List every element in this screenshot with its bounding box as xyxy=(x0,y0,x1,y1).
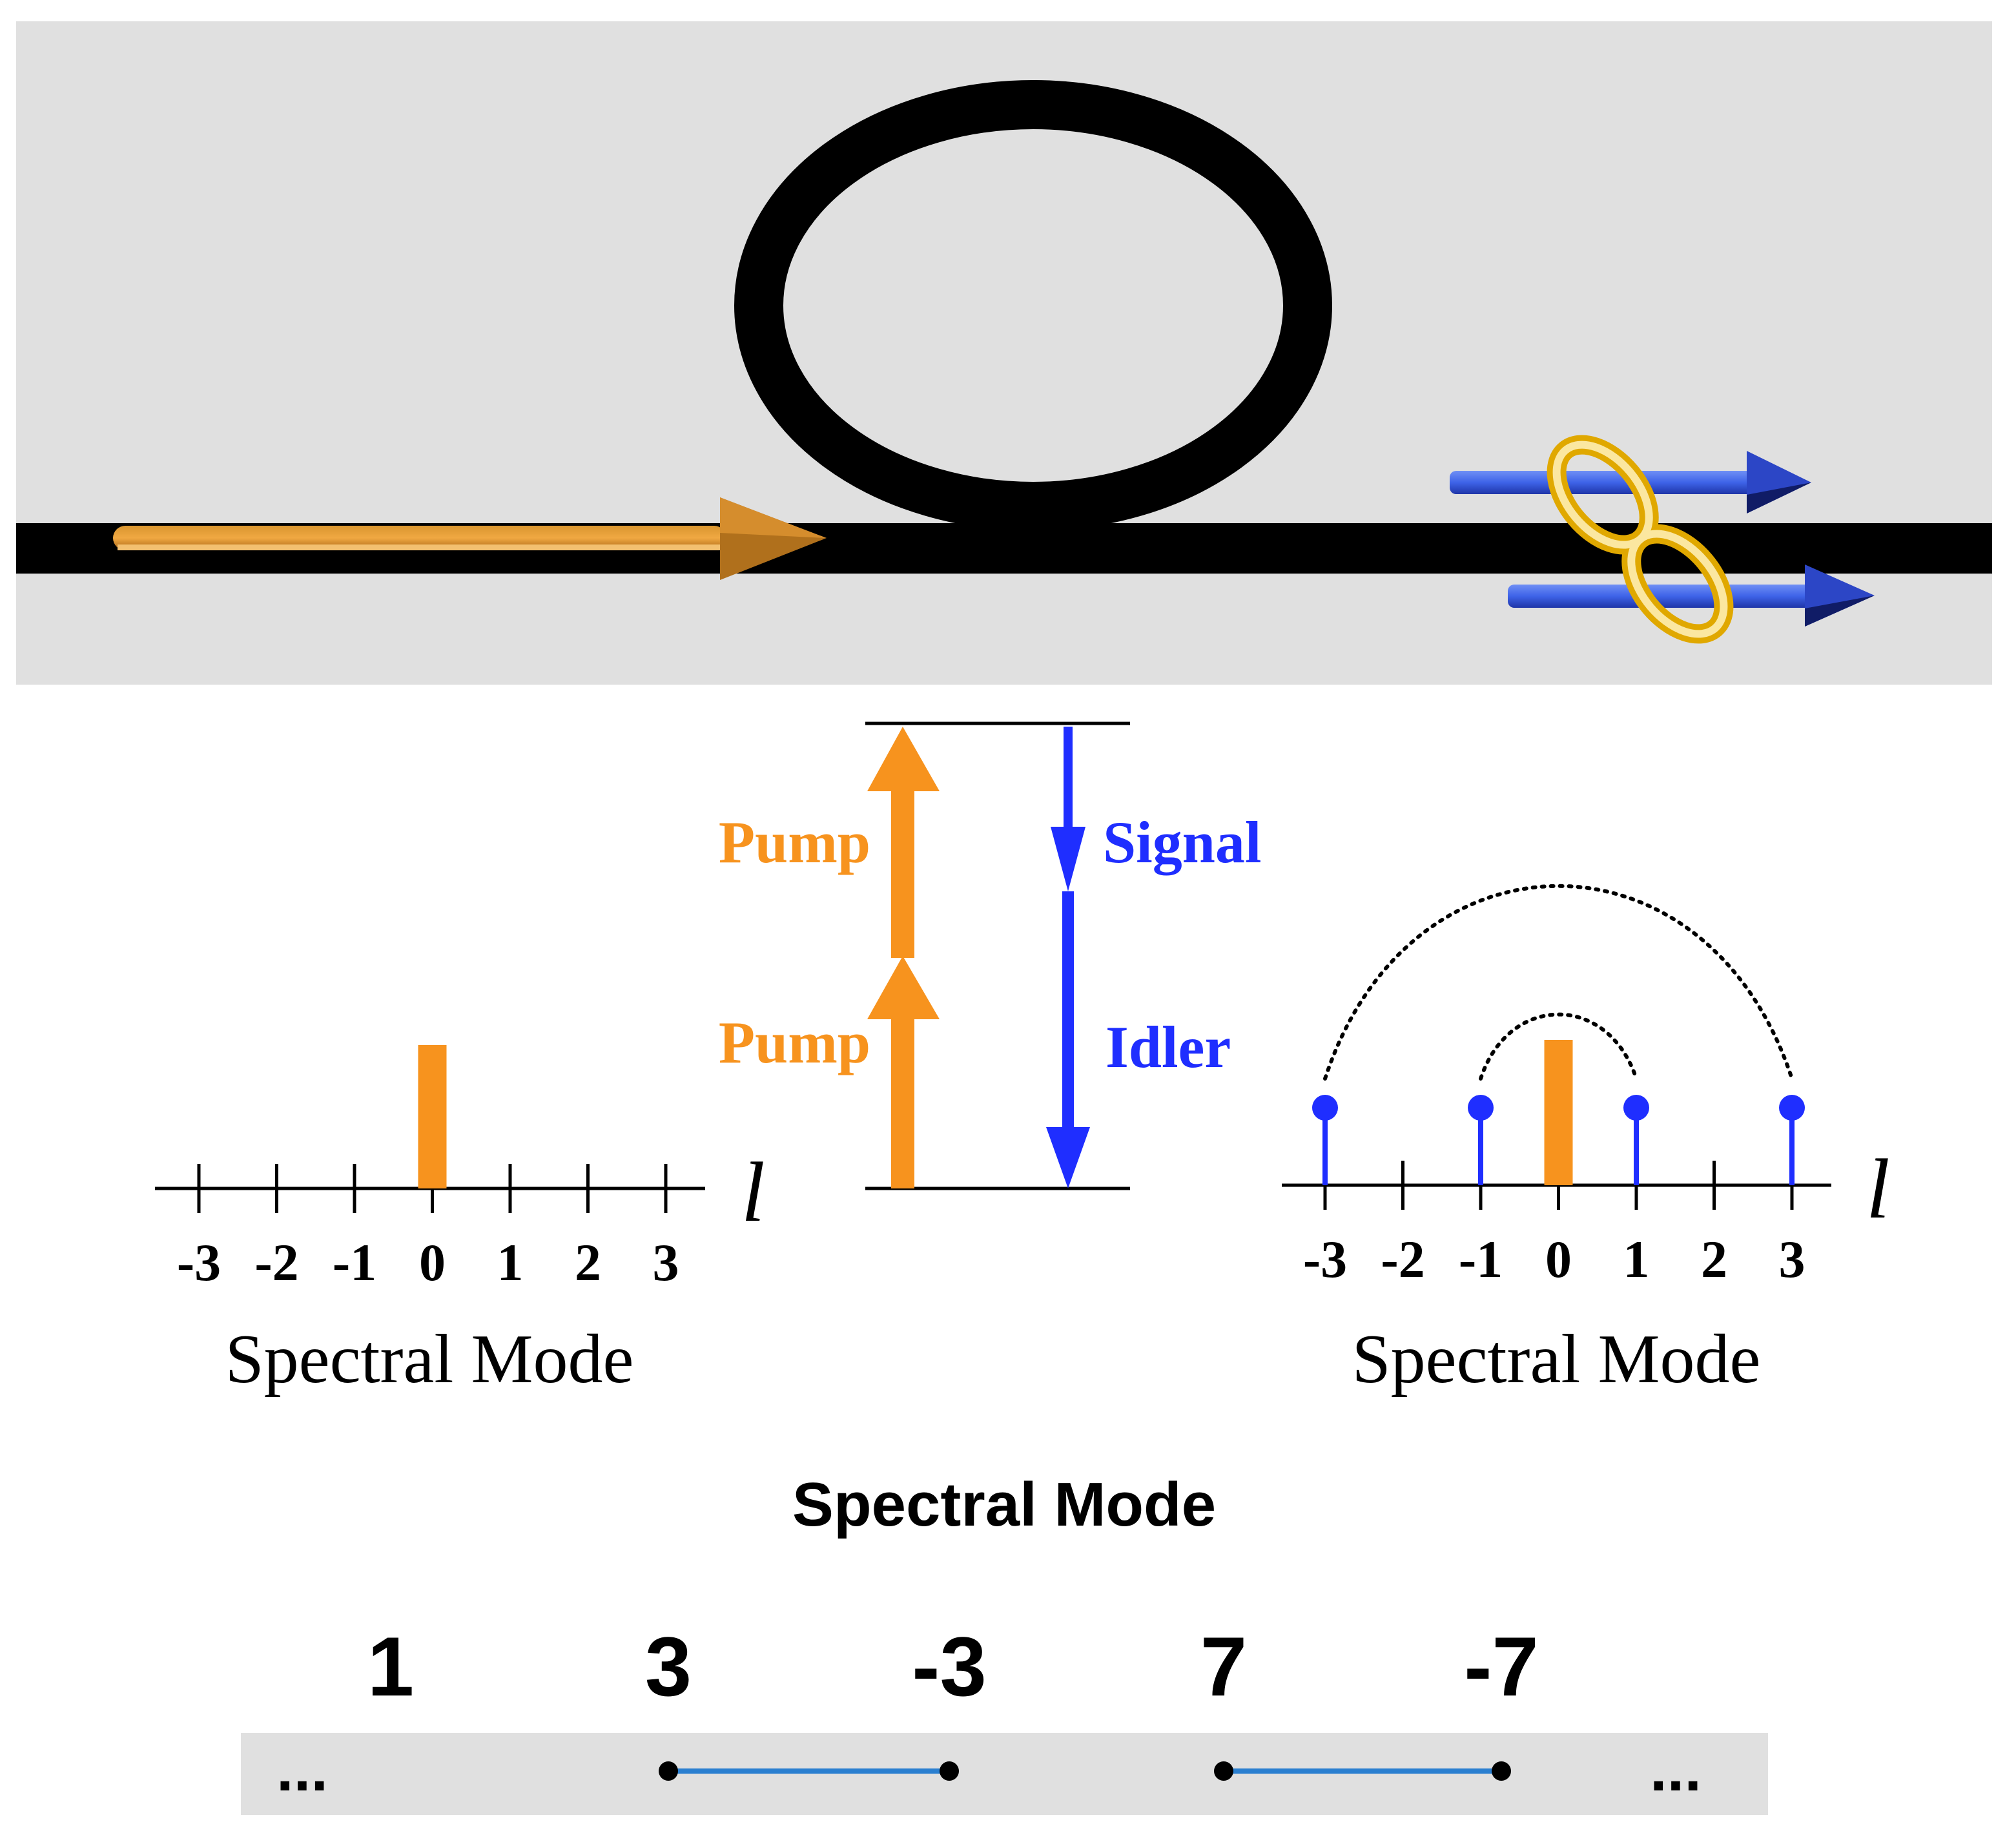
chain-background xyxy=(241,1733,1768,1815)
mode-chain: Spectral Mode 1 3 -3 7 -7 ... ... xyxy=(241,1470,1768,1815)
signal-label: Signal xyxy=(1103,809,1261,875)
pump-arrow-upper xyxy=(867,727,940,958)
tick-label: -3 xyxy=(177,1233,221,1292)
photon-dot xyxy=(1468,1095,1494,1121)
tick-label: -1 xyxy=(333,1233,376,1292)
chain-links xyxy=(659,1761,1511,1781)
tick-label: 0 xyxy=(1545,1230,1572,1289)
pump-mode-bar xyxy=(1544,1040,1573,1185)
output-photon-arrow-upper xyxy=(1450,451,1811,513)
spectrum-left-axis-symbol: l xyxy=(741,1145,765,1239)
tick-label: 1 xyxy=(1623,1230,1650,1289)
tick-label: -2 xyxy=(254,1233,298,1292)
tick-label: -1 xyxy=(1459,1230,1503,1289)
spectrum-left-xlabel: Spectral Mode xyxy=(225,1321,634,1398)
chain-node xyxy=(940,1761,959,1781)
chain-ellipsis-left: ... xyxy=(276,1735,328,1804)
chain-mode-label: -3 xyxy=(912,1619,987,1714)
chain-node xyxy=(659,1761,678,1781)
photon-dot xyxy=(1312,1095,1338,1121)
idler-arrow xyxy=(1046,891,1090,1188)
tick-label: 2 xyxy=(575,1233,601,1292)
pump-arrow-lower xyxy=(867,956,940,1188)
spectrum-right-pair-arcs xyxy=(1323,884,1794,1081)
chain-node xyxy=(1214,1761,1233,1781)
tick-label: -3 xyxy=(1303,1230,1347,1289)
output-photon-arrow-lower xyxy=(1508,565,1875,627)
tick-label: 3 xyxy=(653,1233,679,1292)
chain-mode-label: 7 xyxy=(1200,1619,1247,1714)
energy-diagram: Pump Pump Signal Idler xyxy=(719,721,1261,1190)
photon-dot xyxy=(1779,1095,1805,1121)
signal-arrow xyxy=(1051,727,1085,891)
spectrum-right-axis-symbol: l xyxy=(1866,1141,1890,1236)
idler-label: Idler xyxy=(1106,1014,1231,1080)
ring-resonator xyxy=(734,80,1332,531)
tick-label: 1 xyxy=(497,1233,524,1292)
pump-label-top: Pump xyxy=(719,809,870,875)
chain-mode-label: 1 xyxy=(367,1619,414,1714)
pair-correlation-arc xyxy=(1323,884,1794,1081)
chain-mode-label: 3 xyxy=(645,1619,692,1714)
chain-title: Spectral Mode xyxy=(792,1470,1216,1539)
pump-input-arrow xyxy=(113,497,827,580)
tick-label: 0 xyxy=(419,1233,446,1292)
tick-label: -2 xyxy=(1381,1230,1425,1289)
photon-dot xyxy=(1623,1095,1649,1121)
spectrum-left-marks xyxy=(418,1045,447,1188)
pump-mode-bar xyxy=(418,1045,447,1188)
chain-labels: 1 3 -3 7 -7 xyxy=(367,1619,1539,1714)
chain-mode-label: -7 xyxy=(1464,1619,1539,1714)
tick-label: 3 xyxy=(1779,1230,1805,1289)
pump-label-bottom: Pump xyxy=(719,1010,870,1075)
pair-correlation-arc xyxy=(1479,1012,1638,1081)
chain-ellipsis-right: ... xyxy=(1650,1735,1702,1804)
chain-node xyxy=(1492,1761,1511,1781)
spectrum-right-xlabel: Spectral Mode xyxy=(1352,1321,1761,1398)
spectrum-right-marks xyxy=(1312,1040,1805,1185)
tick-label: 2 xyxy=(1701,1230,1727,1289)
entanglement-icon xyxy=(1547,435,1734,644)
panel-background xyxy=(16,21,1992,685)
ring-resonator-panel xyxy=(16,21,1992,685)
